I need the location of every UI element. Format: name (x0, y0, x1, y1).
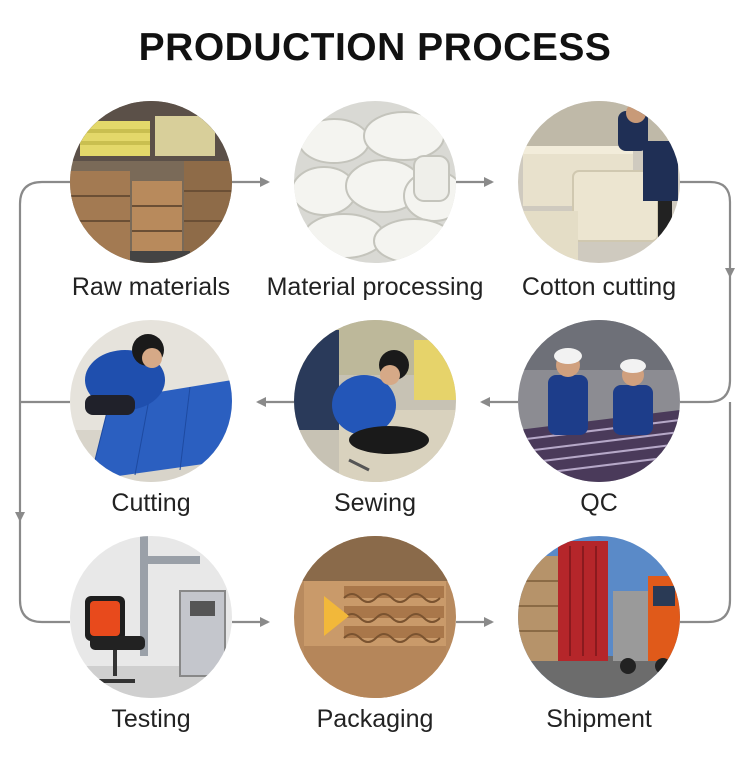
arrow-cotton-down (680, 180, 735, 278)
step-label-shipment: Shipment (546, 705, 652, 733)
step-image-testing (70, 536, 232, 698)
line-left-down-row3 (18, 520, 70, 624)
step-label-material-processing: Material processing (266, 273, 484, 301)
step-image-material-processing (294, 101, 456, 263)
step-label-qc: QC (580, 489, 618, 517)
page-title: PRODUCTION PROCESS (138, 26, 612, 69)
line-right-bottom (680, 402, 732, 624)
step-image-cutting (70, 320, 232, 482)
step-label-sewing: Sewing (334, 489, 416, 517)
step-label-testing: Testing (111, 705, 191, 733)
step-label-packaging: Packaging (316, 705, 434, 733)
step-image-shipment (518, 536, 680, 698)
step-image-cotton-cutting (518, 101, 680, 263)
step-image-sewing (294, 320, 456, 482)
line-right-down-row2 (680, 276, 732, 404)
step-label-raw-materials: Raw materials (71, 273, 231, 301)
step-image-raw-materials (70, 101, 232, 263)
step-label-cutting: Cutting (111, 489, 191, 517)
step-image-packaging (294, 536, 456, 698)
line-left-top (15, 180, 70, 522)
step-label-cotton-cutting: Cotton cutting (521, 273, 677, 301)
step-image-qc (518, 320, 680, 482)
